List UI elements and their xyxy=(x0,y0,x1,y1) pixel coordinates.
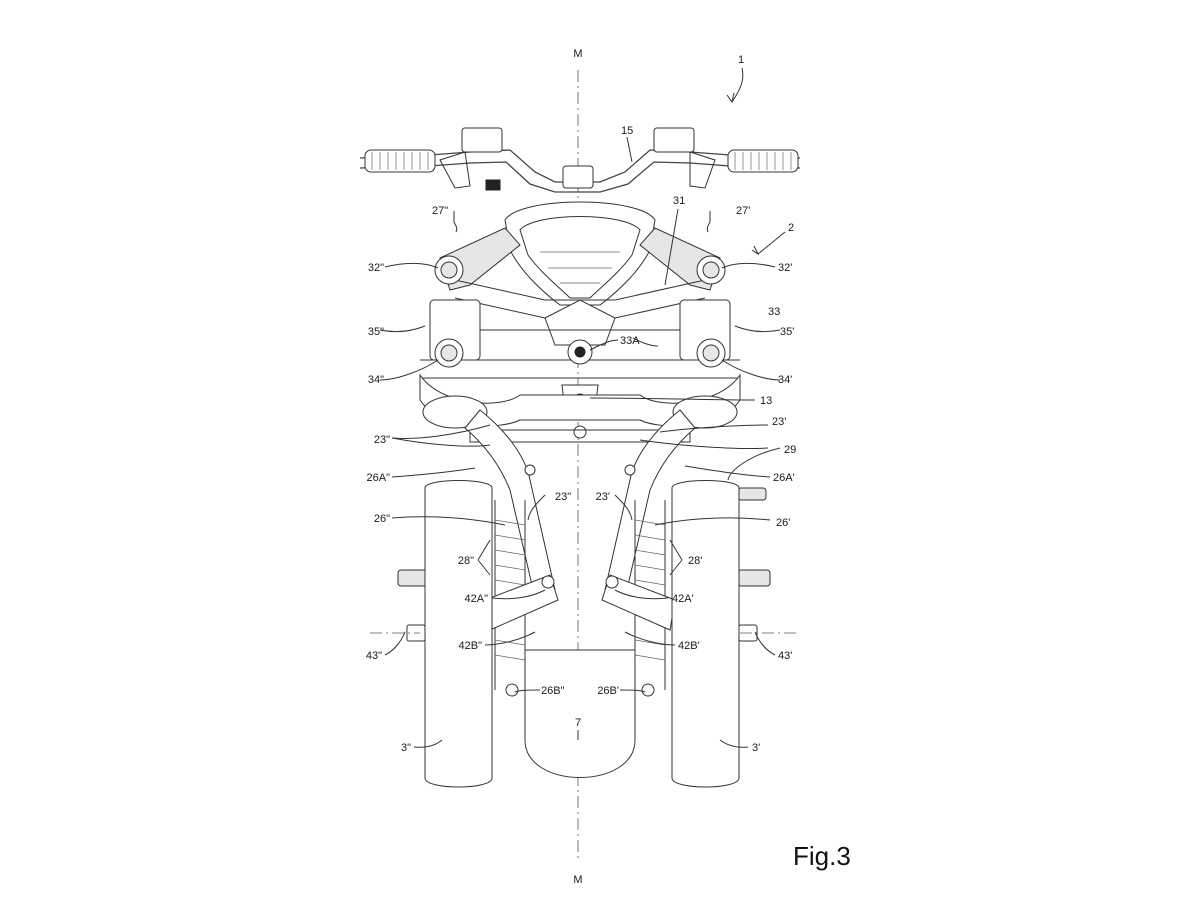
ref-3pp: 3" xyxy=(401,742,411,754)
ref-42Bp: 42B' xyxy=(678,640,700,652)
ref-32pp: 32" xyxy=(368,262,384,274)
grip-left xyxy=(364,149,436,173)
ref-43pp: 43" xyxy=(366,650,382,662)
wheel-center-7 xyxy=(524,649,636,778)
ref-3p: 3' xyxy=(752,742,760,754)
ref-42Ap: 42A' xyxy=(672,593,694,605)
ref-27pp: 27" xyxy=(432,205,448,217)
wheel-left-3pp xyxy=(424,480,493,788)
ref-26Ap: 26A' xyxy=(773,472,795,484)
ref-42Bpp: 42B" xyxy=(459,640,483,652)
axis-label-bottom: M xyxy=(573,874,582,886)
ref-32p: 32' xyxy=(778,262,792,274)
ref-26Bp: 26B' xyxy=(597,685,619,697)
ref-31: 31 xyxy=(673,195,685,207)
wheels xyxy=(406,480,758,788)
figure-label: Fig.3 xyxy=(793,841,851,871)
headlight-fairing xyxy=(504,201,656,306)
ref-2: 2 xyxy=(788,222,794,234)
footpeg-right-upper xyxy=(737,487,767,501)
footpeg-right xyxy=(737,569,771,587)
bar-clamp xyxy=(562,165,594,189)
axis-label-top: M xyxy=(573,48,582,60)
ref-23pp-a: 23" xyxy=(374,434,390,446)
ref-26Bpp: 26B" xyxy=(541,685,565,697)
reservoir-right xyxy=(653,127,695,153)
ref-27p: 27' xyxy=(736,205,750,217)
upper-linkage xyxy=(420,227,740,379)
reservoir-left xyxy=(461,127,503,153)
ref-15: 15 xyxy=(621,125,633,137)
ref-34p: 34' xyxy=(778,374,792,386)
switch-block-left xyxy=(485,179,501,191)
handlebar xyxy=(359,127,801,193)
ref-29: 29 xyxy=(784,444,796,456)
ref-26p: 26' xyxy=(776,517,790,529)
ref-26pp: 26" xyxy=(374,513,390,525)
ref-34pp: 34" xyxy=(368,374,384,386)
grip-right xyxy=(727,149,799,173)
ref-43p: 43' xyxy=(778,650,792,662)
ref-7: 7 xyxy=(575,717,581,729)
ref-33: 33 xyxy=(768,306,780,318)
ref-26App: 26A" xyxy=(367,472,391,484)
ref-28p: 28' xyxy=(688,555,702,567)
lower-cross-member xyxy=(419,373,741,443)
leader-lines xyxy=(379,67,786,748)
ref-23p-a: 23' xyxy=(772,416,786,428)
reference-numerals: 1 15 31 27" 27' 2 32" 32' 33 35" 35' 33A… xyxy=(366,54,796,754)
ref-23pp-b: 23" xyxy=(555,491,571,503)
ref-42App: 42A" xyxy=(465,593,489,605)
ref-35p: 35' xyxy=(780,326,794,338)
wheel-right-3p xyxy=(671,480,740,788)
ref-13: 13 xyxy=(760,395,772,407)
pivot-joints xyxy=(434,255,726,439)
ref-23p-b: 23' xyxy=(596,491,610,503)
ref-1: 1 xyxy=(738,54,744,66)
ref-35pp: 35" xyxy=(368,326,384,338)
ref-33A: 33A xyxy=(620,335,640,347)
ref-28pp: 28" xyxy=(458,555,474,567)
